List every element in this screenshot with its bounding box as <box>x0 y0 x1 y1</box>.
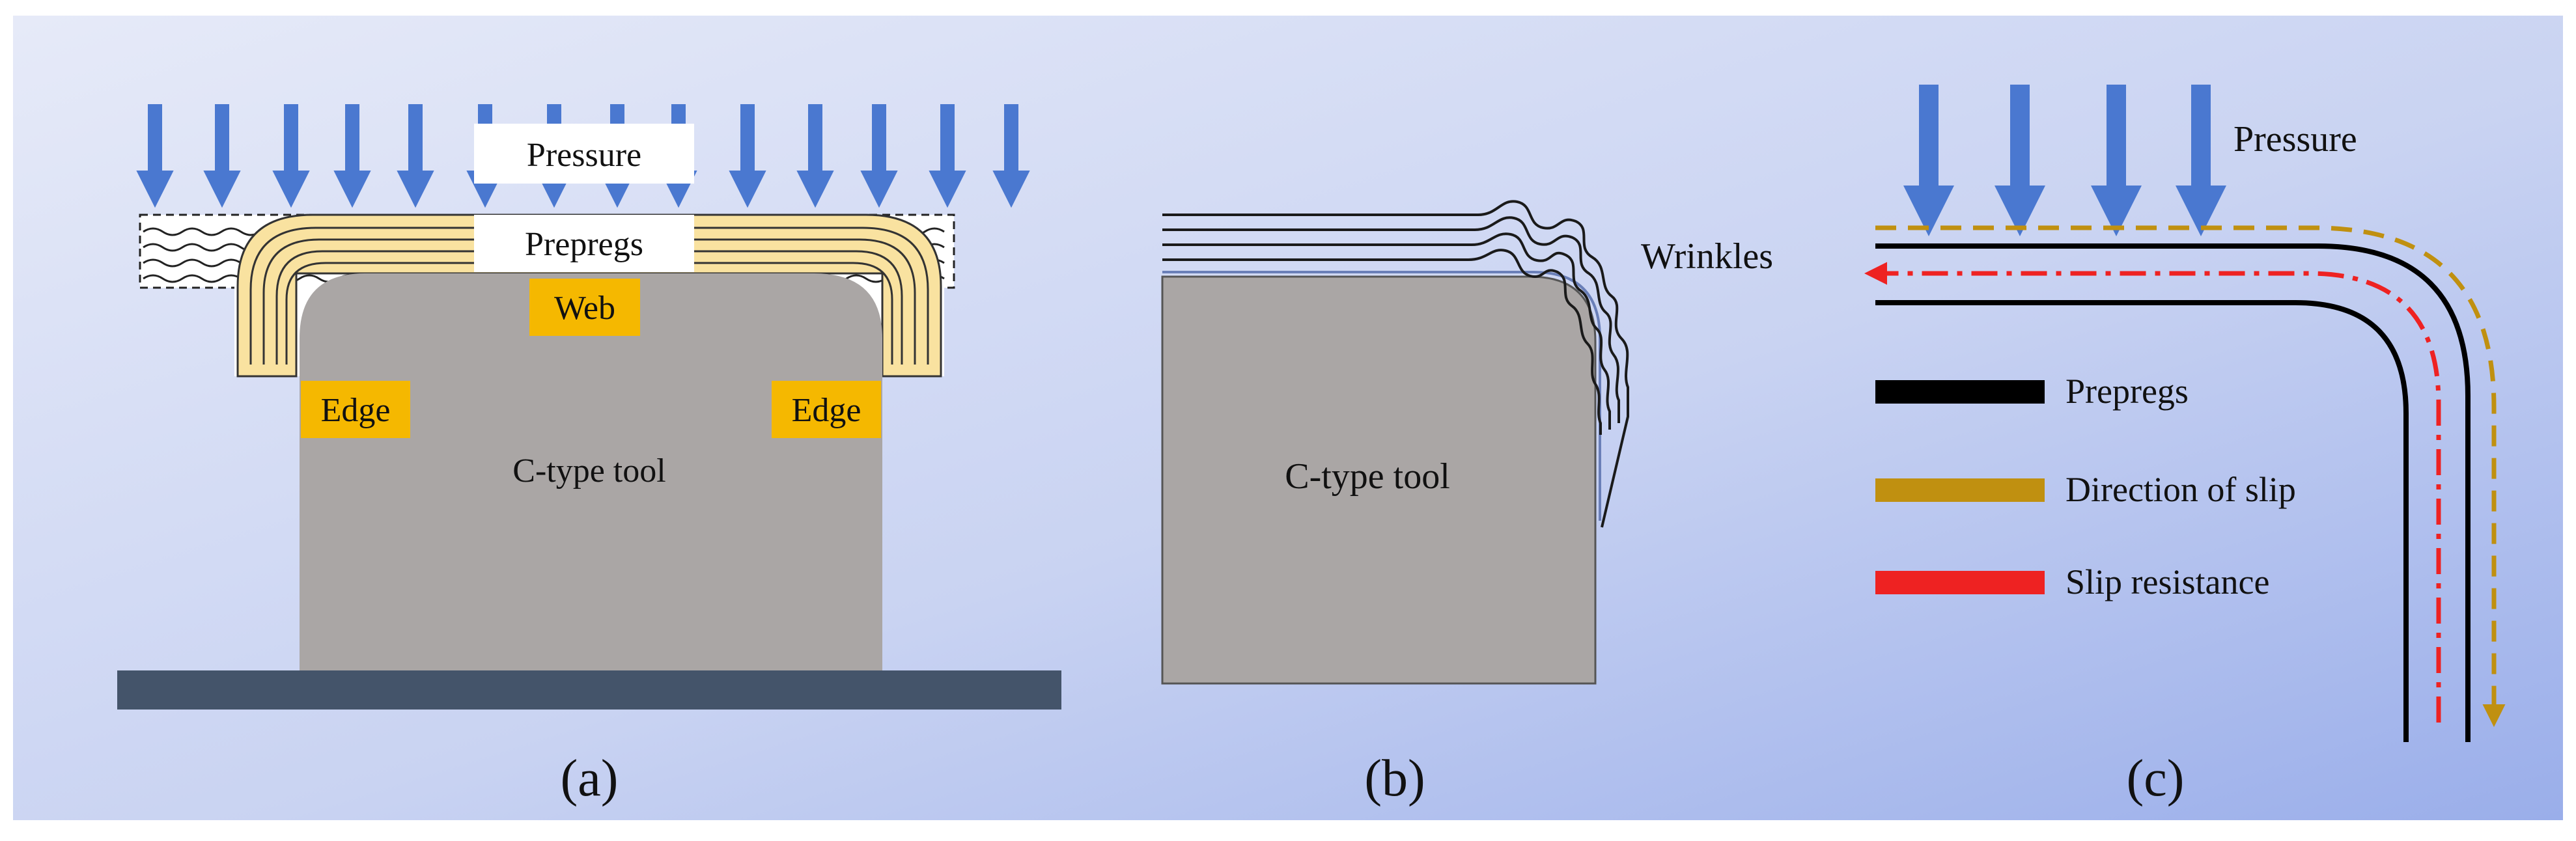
legend-label-slip-resistance: Slip resistance <box>2065 562 2269 601</box>
edge-right-label: Edge <box>792 392 861 429</box>
tool-label-a: C-type tool <box>512 452 665 489</box>
legend-swatch-slip-resistance <box>1875 571 2045 594</box>
pressure-label-c: Pressure <box>2233 119 2357 159</box>
edge-left-label-box <box>301 381 410 438</box>
edge-left-label: Edge <box>321 392 391 429</box>
c-type-tool-a <box>300 273 882 670</box>
caption-a: (a) <box>561 750 619 807</box>
legend-swatch-slip-direction <box>1875 478 2045 502</box>
caption-b: (b) <box>1364 750 1425 807</box>
slip-resistance-path <box>1864 262 2441 723</box>
base-plate <box>117 670 1061 710</box>
legend-swatch-prepregs <box>1875 380 2045 404</box>
wrinkles-label: Wrinkles <box>1641 236 1773 277</box>
slip-direction-path <box>1875 225 2506 727</box>
formed-prepreg-stack <box>236 214 942 378</box>
prepreg-outer-ply <box>1875 243 2471 742</box>
prepreg-inner-ply <box>1875 300 2409 742</box>
pressure-label-box-a <box>474 124 694 184</box>
legend-label-prepregs: Prepregs <box>2065 372 2189 411</box>
web-label: Web <box>554 290 615 327</box>
edge-right-label-box <box>772 381 881 438</box>
panel-a: Pressure Prepregs Web Edge Edge C-type t… <box>117 104 1061 807</box>
prepregs-label-box-a <box>474 215 694 272</box>
caption-c: (c) <box>2127 750 2185 807</box>
web-label-box <box>529 279 640 336</box>
legend: Prepregs Direction of slip Slip resistan… <box>1875 372 2296 601</box>
prepregs-label-a: Prepregs <box>525 226 643 263</box>
tool-label-b: C-type tool <box>1285 456 1450 497</box>
panel-b: Wrinkles C-type tool (b) <box>1161 200 1773 807</box>
panel-c: Pressure Prepregs Direction of slip Slip… <box>1864 85 2506 807</box>
legend-label-slip-direction: Direction of slip <box>2065 470 2296 509</box>
wrinkled-ply-lines <box>1162 200 1629 528</box>
pressure-label-a: Pressure <box>527 137 641 174</box>
pressure-arrows-c <box>1903 85 2226 236</box>
